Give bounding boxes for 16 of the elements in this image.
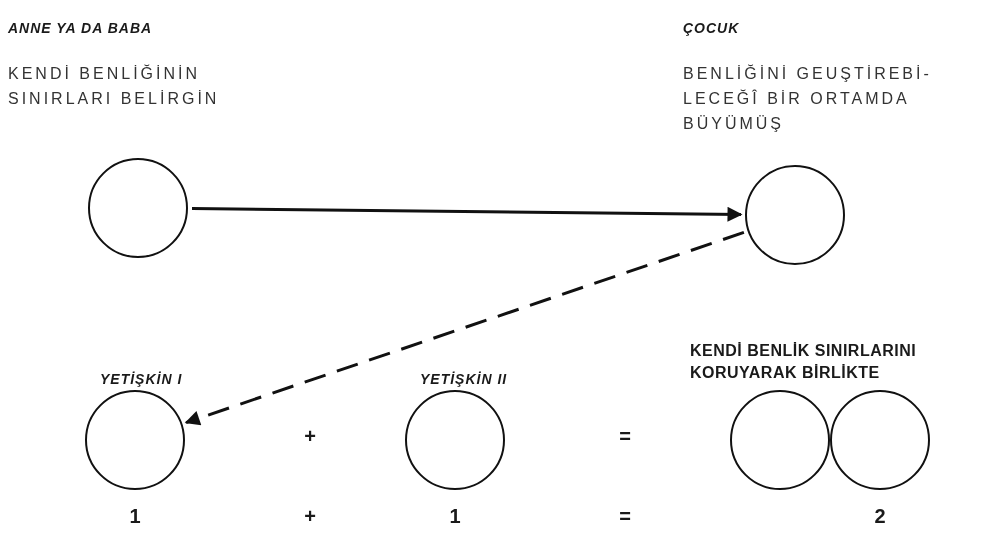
arrow (192, 206, 743, 222)
heading: ANNE YA DA BABA (8, 20, 153, 36)
math-symbol: = (619, 505, 631, 528)
description: BENLİĞİNİ GEUŞTİREBİ- LECEĞÎ BİR ORTAMDA BÜYÜMÜŞ (683, 63, 933, 134)
description: KENDİ BENLİĞİNİN SINIRLARI BELİRGİN (8, 63, 221, 109)
heading: KENDİ BENLİK SINIRLARINI KORUYARAK BİRLİKTE (690, 341, 918, 383)
heading: YETİŞKİN I (100, 370, 183, 389)
math-symbol: 1 (129, 505, 141, 528)
math-symbol: 1 (449, 505, 461, 528)
math-symbol: + (304, 505, 316, 528)
math-symbol: = (619, 425, 631, 448)
heading: YETİŞKİN II (420, 370, 508, 389)
math-symbol: + (304, 425, 316, 448)
math-symbol: 2 (874, 505, 886, 528)
heading: ÇOCUK (683, 20, 740, 36)
arrow (184, 231, 745, 426)
